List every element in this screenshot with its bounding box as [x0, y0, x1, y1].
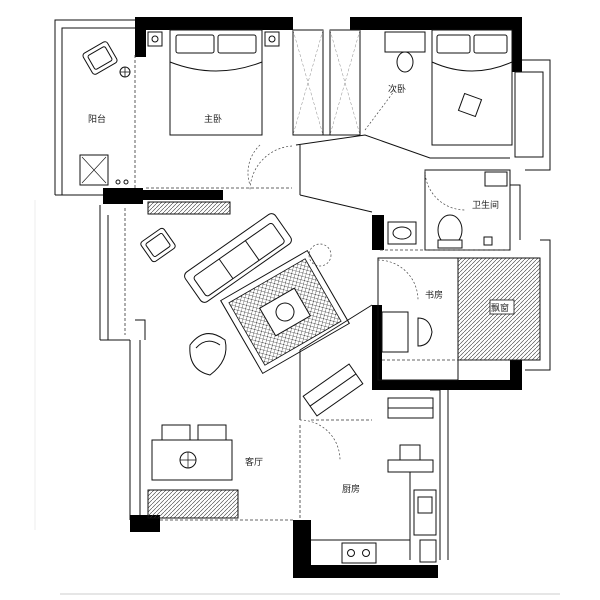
sink-icon: [387, 221, 417, 245]
bed-icon: [169, 29, 263, 136]
entry: [299, 304, 373, 520]
bed-icon: [431, 29, 513, 146]
dining-table-icon: [151, 439, 233, 481]
bathroom: 卫生间: [387, 169, 511, 251]
cabinet-icon: [413, 489, 437, 536]
cabinet-icon: [302, 363, 364, 417]
outer-outline: [54, 19, 551, 560]
armchair-icon: [82, 41, 118, 75]
toilet-icon: [437, 214, 463, 249]
living-room-label: 客厅: [245, 456, 263, 468]
sink-icon: [399, 444, 421, 461]
dining: [147, 424, 239, 519]
plant-icon: [119, 66, 131, 78]
second-bedroom: 次卧: [364, 29, 544, 158]
master-bedroom: 主卧: [146, 29, 293, 191]
armchair-icon: [140, 227, 176, 263]
balcony: 阳台: [79, 41, 136, 190]
stove-icon: [341, 542, 377, 564]
washing-machine-icon: [79, 154, 109, 186]
sofa-icon: [184, 213, 292, 303]
kitchen-label: 厨房: [342, 483, 360, 495]
second-bedroom-label: 次卧: [388, 83, 406, 95]
toilet-icon: [417, 317, 433, 347]
kitchen: 厨房: [311, 397, 437, 564]
bathroom-label: 卫生间: [472, 199, 499, 211]
bay-window-label: 飘窗: [491, 302, 509, 314]
cushion-icon: [457, 92, 483, 118]
walls: [103, 17, 522, 578]
balcony-label: 阳台: [88, 113, 106, 125]
living-room: 客厅: [124, 144, 350, 468]
study-label: 书房: [425, 289, 443, 301]
interior-guides: [160, 249, 510, 521]
wardrobe: [292, 29, 361, 136]
rug-icon: [220, 249, 350, 375]
toilet-icon: [396, 51, 414, 73]
round-chair-icon: [189, 333, 227, 376]
master-bedroom-label: 主卧: [204, 113, 222, 125]
study: 飘窗 书房: [377, 257, 541, 381]
dimension-line: [34, 200, 560, 595]
corridor: [295, 134, 510, 213]
